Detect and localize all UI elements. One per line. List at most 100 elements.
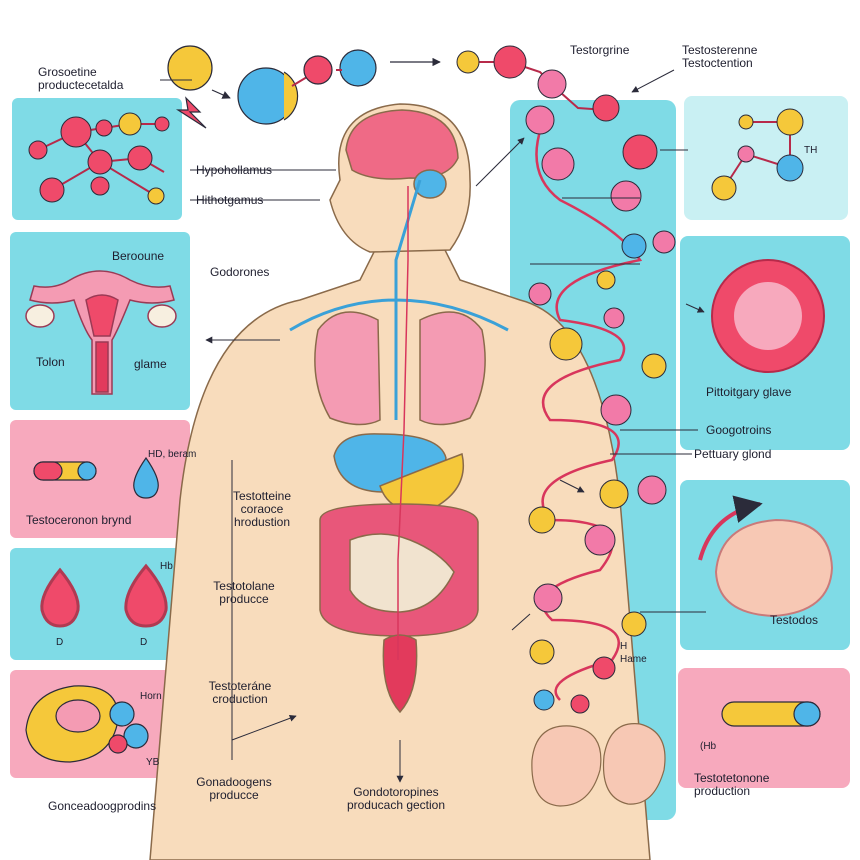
testis-icon	[714, 518, 834, 618]
molecule-node	[641, 353, 667, 379]
label-pittoitgary-glave: Pittoitgary glave	[706, 385, 792, 399]
molecule-node	[592, 94, 620, 122]
label-gondotoropines: Gondotoropines producach gection	[346, 785, 446, 812]
lung-right	[419, 311, 486, 426]
molecule-node	[737, 145, 755, 163]
molecule-node	[339, 49, 377, 87]
vessel-red	[397, 186, 409, 660]
leader-lines	[160, 69, 706, 783]
label-tolon: Tolon	[36, 355, 65, 369]
label-hypothalamus: Hypohollamus	[196, 163, 273, 177]
label-testotteine-production: Testotteine coraoce hrodustion	[232, 489, 292, 529]
label-googotroins: Googotroins	[706, 423, 772, 437]
molecule-node	[570, 694, 590, 714]
molecule-node	[776, 108, 804, 136]
molecule-node	[621, 611, 647, 637]
molecule-node	[303, 55, 333, 85]
ovary-icon	[147, 304, 177, 328]
label-yb: YB	[146, 757, 160, 768]
droplet-icon	[133, 456, 159, 499]
molecule-node	[603, 307, 625, 329]
molecule-chain-top	[167, 45, 377, 129]
molecule-node	[592, 656, 616, 680]
label-d-left: D	[56, 637, 64, 648]
label-h-hame: H Hame	[620, 641, 647, 665]
molecule-node	[610, 180, 642, 212]
molecule-node	[528, 506, 556, 534]
bladder	[382, 634, 418, 714]
label-glame: glame	[134, 357, 167, 371]
molecule-node	[652, 230, 676, 254]
molecule-node	[528, 282, 552, 306]
ovary-icon	[25, 304, 55, 328]
molecule-node	[533, 689, 555, 711]
molecule-node	[87, 149, 113, 175]
capsule-icon	[33, 461, 97, 481]
molecule-node	[596, 270, 616, 290]
panel-capsule-right	[678, 668, 850, 788]
label-testoceronon-brynd: Testoceronon brynd	[26, 513, 132, 527]
molecule-node	[39, 177, 65, 203]
lightning-icon	[175, 96, 207, 129]
label-testotetonone-production: Testotetonone production	[694, 771, 770, 798]
molecule-node	[584, 524, 616, 556]
lung-left	[314, 311, 381, 426]
molecule-node	[529, 639, 555, 665]
label-hb-right: (Hb	[700, 741, 717, 752]
molecule-node	[525, 105, 555, 135]
organ-illustration	[25, 685, 149, 763]
droplet-icon	[40, 567, 80, 628]
label-th: TH	[804, 145, 818, 156]
molecule-node	[533, 583, 563, 613]
label-hb: Hb	[160, 561, 173, 572]
label-testosterenne: Testosterenne Testoctention	[682, 43, 758, 70]
molecule-node	[537, 69, 567, 99]
molecule-node	[154, 116, 170, 132]
label-hd-beram: HD, beram	[148, 449, 197, 460]
molecule-node	[456, 50, 480, 74]
label-gonceadoogprodins: Gonceadoogprodins	[48, 799, 157, 813]
molecule-node	[622, 134, 658, 170]
label-pettuary-glond: Pettuary glond	[694, 447, 772, 461]
molecule-cluster-top-right	[711, 108, 804, 201]
label-horn: Horn	[140, 691, 162, 702]
molecule-node	[28, 140, 48, 160]
vessel-blue	[289, 179, 509, 420]
molecule-node	[637, 475, 667, 505]
molecule-node	[90, 176, 110, 196]
brain	[345, 109, 459, 180]
arrow	[211, 89, 231, 99]
label-godorones: Godorones	[210, 265, 270, 279]
molecule-node	[167, 45, 213, 91]
molecule-node	[599, 479, 629, 509]
label-gonadoogens-producce: Gonadoogens producce	[196, 775, 272, 802]
molecule-node	[711, 175, 737, 201]
panel-top-right	[684, 96, 848, 220]
label-d-right: D	[140, 637, 148, 648]
label-hithotgamus: Hithotgamus	[196, 193, 264, 207]
human-figure	[149, 103, 651, 860]
molecule-node	[127, 145, 153, 171]
label-testodos: Testodos	[770, 613, 819, 627]
droplet-icon	[124, 563, 168, 628]
molecule-node	[549, 327, 583, 361]
molecule-node	[621, 233, 647, 259]
thyroid-gland	[413, 169, 447, 199]
molecule-node	[118, 112, 142, 136]
testes-illustration	[531, 723, 666, 807]
molecule-node	[738, 114, 754, 130]
label-testotolane-producce: Testotolane producce	[213, 579, 275, 606]
capsule-icon	[721, 701, 821, 727]
molecule-chain-right	[525, 105, 676, 714]
molecule-node	[147, 187, 165, 205]
label-top-left-caption: Grosoetine productecetalda	[38, 65, 124, 92]
label-testorgrine: Testorgrine	[570, 43, 630, 57]
molecule-node	[541, 147, 575, 181]
panel-capsule	[10, 420, 190, 538]
molecule-node	[95, 119, 113, 137]
molecule-node	[493, 45, 527, 79]
molecule-node	[776, 154, 804, 182]
molecule-chain-top-right	[456, 45, 620, 122]
label-testoterane-croduction: Testoteráne croduction	[208, 679, 272, 706]
